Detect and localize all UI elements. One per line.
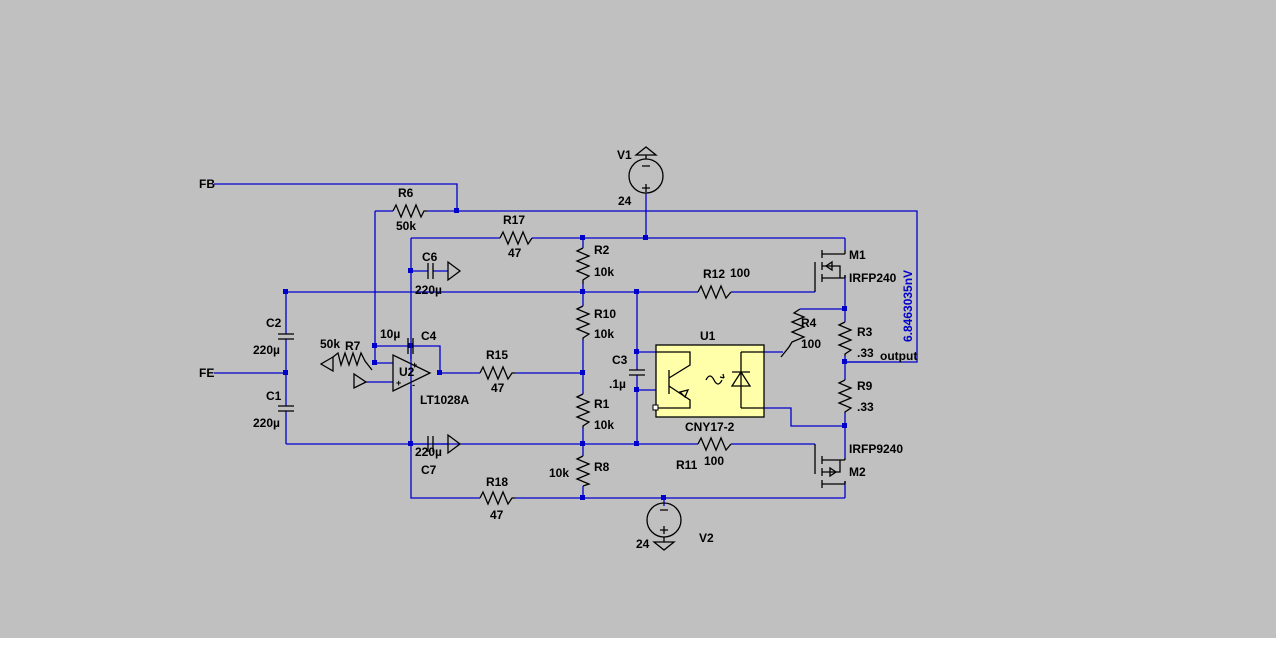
schematic-canvas[interactable]: + + - FB FE	[0, 0, 1276, 638]
labels: FB FE V1 24 V2 24 R6 50k R17 47 R2 10k R…	[199, 148, 917, 551]
net-label-fe: FE	[199, 366, 214, 380]
resistor-R9[interactable]	[837, 379, 853, 413]
r3-value: .33	[857, 346, 874, 360]
capacitor-C6[interactable]	[427, 260, 462, 282]
r15-name: R15	[486, 348, 508, 362]
capacitor-C4[interactable]	[407, 338, 414, 354]
r1-name: R1	[594, 397, 610, 411]
resistor-R7[interactable]	[319, 350, 373, 390]
m1-value: IRFP240	[849, 271, 897, 285]
m2-name: M2	[849, 465, 866, 479]
resistor-R15[interactable]	[479, 365, 515, 381]
svg-text:+: +	[396, 378, 401, 388]
voltage-source-V1[interactable]	[628, 146, 664, 194]
resistor-R18[interactable]	[479, 490, 515, 506]
r12-name: R12	[703, 267, 725, 281]
mosfet-M1[interactable]	[814, 250, 846, 292]
r3-name: R3	[857, 325, 873, 339]
v2-name: V2	[699, 531, 714, 545]
resistor-R6[interactable]	[392, 203, 427, 219]
resistor-R12[interactable]	[697, 284, 732, 300]
r10-value: 10k	[594, 327, 614, 341]
r6-name: R6	[398, 186, 414, 200]
capacitor-C7[interactable]	[427, 433, 462, 455]
r4-value: 100	[801, 337, 821, 351]
c4-value: 10µ	[380, 327, 400, 341]
r18-value: 47	[490, 508, 504, 522]
mosfet-M2[interactable]	[814, 444, 846, 488]
c1-value: 220µ	[253, 416, 280, 430]
c1-name: C1	[266, 389, 282, 403]
r9-value: .33	[857, 400, 874, 414]
r18-name: R18	[486, 475, 508, 489]
r7-name: R7	[345, 339, 361, 353]
c3-name: C3	[612, 353, 628, 367]
capacitor-C3[interactable]	[629, 369, 645, 376]
resistor-R10[interactable]	[575, 305, 591, 340]
optocoupler-U1[interactable]	[652, 344, 765, 418]
junction-dots	[283, 208, 847, 500]
m1-name: M1	[849, 248, 866, 262]
c2-value: 220µ	[253, 343, 280, 357]
m2-value: IRFP9240	[849, 442, 903, 456]
r11-value: 100	[704, 454, 724, 468]
c2-name: C2	[266, 316, 282, 330]
r17-value: 47	[508, 246, 522, 260]
v2-value: 24	[636, 537, 650, 551]
resistor-R1[interactable]	[575, 393, 591, 428]
svg-text:-: -	[412, 380, 415, 390]
svg-text:+: +	[412, 360, 417, 370]
r8-value: 10k	[549, 466, 569, 480]
net-label-fb: FB	[199, 177, 215, 191]
c7-name: C7	[421, 463, 437, 477]
capacitor-C2[interactable]	[278, 333, 294, 340]
resistor-R2[interactable]	[575, 247, 591, 284]
r6-value: 50k	[396, 219, 416, 233]
r4-name: R4	[801, 316, 817, 330]
c6-value: 220µ	[415, 283, 442, 297]
u1-name: U1	[700, 329, 716, 343]
resistor-R8[interactable]	[575, 455, 591, 487]
voltage-source-V2[interactable]	[646, 502, 682, 551]
resistor-R11[interactable]	[697, 436, 732, 452]
resistor-R3[interactable]	[837, 321, 853, 356]
u2-value: LT1028A	[420, 393, 469, 407]
r11-name: R11	[676, 458, 698, 472]
capacitor-C1[interactable]	[278, 405, 294, 412]
r2-value: 10k	[594, 265, 614, 279]
r9-name: R9	[857, 379, 873, 393]
c3-value: .1µ	[609, 377, 626, 391]
r15-value: 47	[491, 381, 505, 395]
r1-value: 10k	[594, 418, 614, 432]
r8-name: R8	[594, 460, 610, 474]
r12-value: 100	[730, 266, 750, 280]
resistor-R4[interactable]	[780, 308, 806, 358]
v1-name: V1	[617, 148, 632, 162]
opamp-U2[interactable]: + + -	[392, 346, 432, 444]
u2-name: U2	[399, 365, 415, 379]
v1-value: 24	[618, 194, 632, 208]
u1-value: CNY17-2	[685, 420, 735, 434]
net-label-output: output	[880, 349, 917, 363]
voltage-readout: 6.8463035nV	[901, 270, 915, 342]
r10-name: R10	[594, 307, 616, 321]
c6-name: C6	[422, 250, 438, 264]
c7-value: 220µ	[415, 445, 442, 459]
r2-name: R2	[594, 243, 610, 257]
r7-value: 50k	[320, 337, 340, 351]
r17-name: R17	[503, 213, 525, 227]
schematic-svg[interactable]: + + - FB FE	[0, 0, 1276, 638]
c4-name: C4	[421, 329, 437, 343]
resistor-R17[interactable]	[499, 230, 533, 246]
